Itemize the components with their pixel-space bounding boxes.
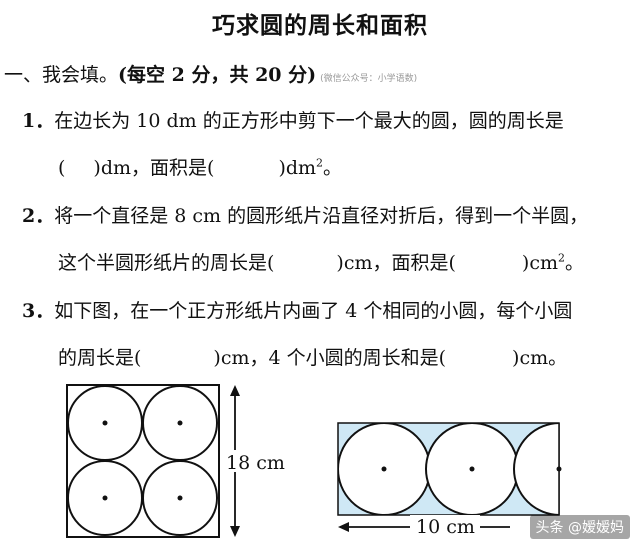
section-score: (每空 2 分，共 20 分) xyxy=(118,64,317,86)
figure-2-dimension-label: 10 cm xyxy=(416,516,475,538)
large-circle xyxy=(513,423,559,515)
question-2-number: 2． xyxy=(22,205,55,227)
question-2-text-a: 这个半圆形纸片的周长是( xyxy=(58,252,275,274)
circle-center xyxy=(177,420,183,426)
question-2-text-b: )cm，面积是( xyxy=(336,252,456,274)
section-heading: 一、我会填。 xyxy=(4,64,119,86)
circle-center xyxy=(102,420,108,426)
question-2-unit: )cm xyxy=(521,252,558,274)
section-heading-line: 一、我会填。(每空 2 分，共 20 分)(微信公众号：小学语数) xyxy=(4,60,417,87)
small-circle xyxy=(142,460,218,536)
question-1-line-1: 1．在边长为 10 dm 的正方形中剪下一个最大的圆，圆的周长是 xyxy=(22,106,564,133)
circle-center xyxy=(556,466,562,472)
circle-center xyxy=(469,466,475,472)
section-note: (微信公众号：小学语数) xyxy=(320,74,418,84)
circle-center xyxy=(102,495,108,501)
question-3-line-1: 3．如下图，在一个正方形纸片内画了 4 个相同的小圆，每个小圆 xyxy=(22,296,572,323)
question-3-number: 3． xyxy=(22,300,55,322)
question-2-sup: 2 xyxy=(557,251,565,265)
question-1-open-paren: ( xyxy=(58,157,66,179)
page-title: 巧求圆的周长和面积 xyxy=(212,13,428,39)
arrow-head-down-icon xyxy=(230,526,240,537)
question-1-text: 在边长为 10 dm 的正方形中剪下一个最大的圆，圆的周长是 xyxy=(54,110,564,132)
arrow-head-left-icon xyxy=(338,522,349,532)
circle-center xyxy=(381,466,387,472)
question-3-text-b: )cm，4 个小圆的周长和是( xyxy=(213,347,447,369)
question-2-line-2: 这个半圆形纸片的周长是( )cm，面积是( )cm2。 xyxy=(58,248,584,275)
question-3-end: )cm。 xyxy=(512,347,568,369)
question-1-sup: 2 xyxy=(316,156,324,170)
question-3-line-2: 的周长是( )cm，4 个小圆的周长和是( )cm。 xyxy=(58,343,567,370)
question-2-line-1: 2．将一个直径是 8 cm 的圆形纸片沿直径对折后，得到一个半圆， xyxy=(22,201,588,228)
question-1-mid-text: )dm，面积是( xyxy=(93,157,215,179)
figure-rectangle-circles: 10 cm xyxy=(337,422,562,539)
figure-square-four-circles: 18 cm xyxy=(66,384,285,538)
question-3-text: 如下图，在一个正方形纸片内画了 4 个相同的小圆，每个小圆 xyxy=(54,300,573,322)
question-2-end: 。 xyxy=(564,252,584,274)
circle-center xyxy=(177,495,183,501)
question-1-unit: )dm xyxy=(278,157,317,179)
question-1-line-2: ( )dm，面积是( )dm2。 xyxy=(58,153,342,180)
question-1-number: 1． xyxy=(22,110,55,132)
figure-1-dimension-label: 18 cm xyxy=(226,452,285,474)
outer-square xyxy=(66,384,220,538)
question-3-text-a: 的周长是( xyxy=(58,347,142,369)
watermark: 头条 @嫒嫒妈 xyxy=(529,515,630,539)
question-1-end: 。 xyxy=(323,157,343,179)
question-2-text: 将一个直径是 8 cm 的圆形纸片沿直径对折后，得到一个半圆， xyxy=(54,205,589,227)
arrow-head-up-icon xyxy=(230,385,240,396)
